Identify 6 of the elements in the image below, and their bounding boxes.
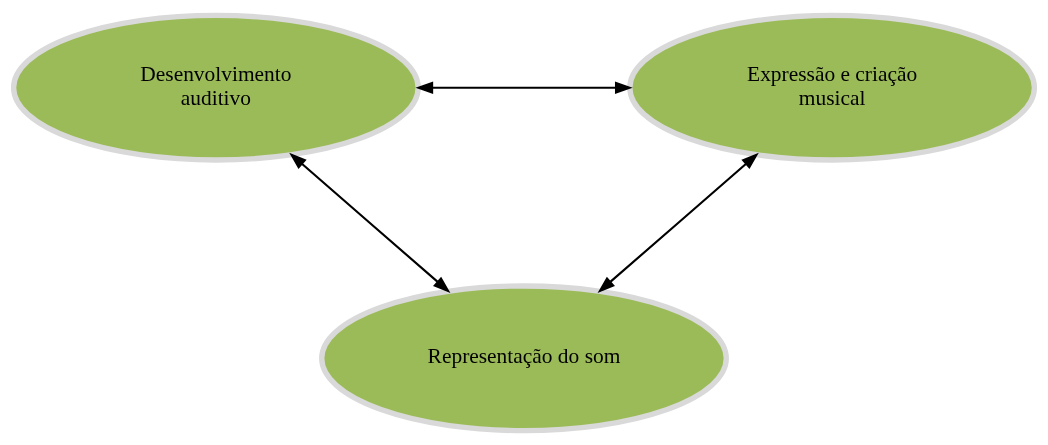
arrow (289, 152, 451, 293)
node-ellipse: Desenvolvimento auditivo (10, 12, 421, 163)
arrow (415, 81, 633, 94)
arrow (597, 152, 759, 293)
node-ellipse: Expressão e criação musical (627, 12, 1038, 163)
node-ellipse: Representação do som (319, 282, 729, 433)
